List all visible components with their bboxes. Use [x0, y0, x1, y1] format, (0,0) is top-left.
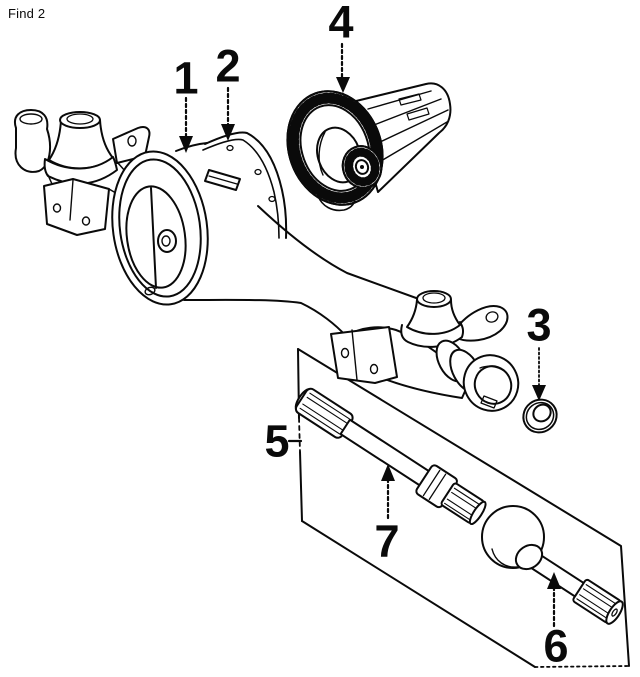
differential-carrier — [286, 82, 452, 212]
differential-cover — [111, 150, 209, 306]
axle-shaft — [294, 387, 487, 526]
left-knuckle — [14, 109, 151, 236]
upper-ball-stud — [406, 299, 461, 335]
knuckle-bracket — [330, 326, 398, 384]
spring-perch-bracket — [43, 178, 110, 236]
callout-5[interactable]: 5 — [264, 415, 290, 467]
callout-7[interactable]: 7 — [374, 515, 400, 567]
callout-4[interactable]: 4 — [328, 0, 354, 48]
axle-tube — [183, 205, 431, 337]
find-label: Find 2 — [8, 6, 46, 21]
oil-seal — [522, 398, 558, 434]
housing-tab — [204, 169, 241, 191]
callout-6[interactable]: 6 — [543, 620, 569, 672]
cv-joint — [481, 505, 624, 625]
inset-box — [297, 348, 630, 668]
pinion-gear — [341, 145, 383, 189]
callout-3[interactable]: 3 — [526, 299, 552, 351]
callout-arrows — [179, 42, 561, 628]
steering-knuckle — [330, 290, 520, 412]
callout-1[interactable]: 1 — [173, 52, 199, 104]
callout-2[interactable]: 2 — [215, 40, 241, 92]
steering-arm — [454, 305, 509, 342]
